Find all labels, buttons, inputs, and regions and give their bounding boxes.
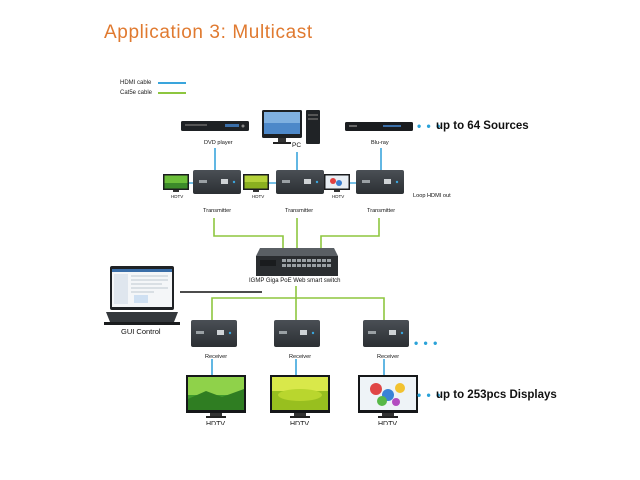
display-1-icon [186,375,246,421]
legend-hdmi-label: HDMI cable [120,80,152,86]
transmitter-2-label: Transmitter [285,208,314,214]
switch-label: IGMP Giga PoE Web smart switch [249,278,341,284]
small-hdtv-3-icon [324,174,350,194]
transmitter-2-device [276,170,324,194]
cat5e-rx-bus [211,286,297,320]
source-bluray-label: Blu-ray [371,140,389,146]
display-1-label: HDTV [206,421,226,425]
small-hdtv-1-icon [163,174,189,194]
receivers-ellipsis: • • • [414,336,439,350]
display-2-icon [270,375,330,421]
source-dvd-label: DVD player [204,140,233,146]
receiver-3-label: Receiver [377,354,400,360]
cat5e-tx1-wire [213,218,284,256]
small-hdtv-2-icon [243,174,269,194]
gui-control-label: GUI Control [121,327,161,336]
network-switch-icon [254,246,338,278]
cat5e-tx3-wire [320,218,380,256]
display-2-label: HDTV [290,421,310,425]
receiver-1-label: Receiver [205,354,228,360]
small-hdtv-2-label: HDTV [252,194,265,199]
small-hdtv-1-label: HDTV [171,194,184,199]
bluray-player-icon [345,121,413,134]
page-title: Application 3: Multicast [104,22,313,43]
transmitter-1-device [193,170,241,194]
source-pc-label: PC [292,142,302,149]
laptop-icon [104,266,180,328]
cat5e-rx3-wire [296,297,385,320]
receiver-3-device [363,320,409,347]
displays-ellipsis: • • • [417,388,442,402]
sources-note: up to 64 Sources [436,120,529,132]
small-hdtv-3-label: HDTV [332,194,345,199]
display-3-icon [358,375,418,421]
display-3-label: HDTV [378,421,398,425]
sources-ellipsis: • • • [417,119,442,133]
loop-hdmi-out-label: Loop HDMI out [413,193,451,199]
transmitter-1-label: Transmitter [203,208,232,214]
transmitter-3-label: Transmitter [367,208,396,214]
legend-cat5e-label: Cat5e cable [120,90,153,96]
receiver-2-label: Receiver [289,354,312,360]
dvd-player-icon [181,120,249,133]
receiver-2-device [274,320,320,347]
transmitter-3-device [356,170,404,194]
desktop-pc-icon [262,110,322,146]
receiver-1-device [191,320,237,347]
displays-note: up to 253pcs Displays [436,389,557,401]
